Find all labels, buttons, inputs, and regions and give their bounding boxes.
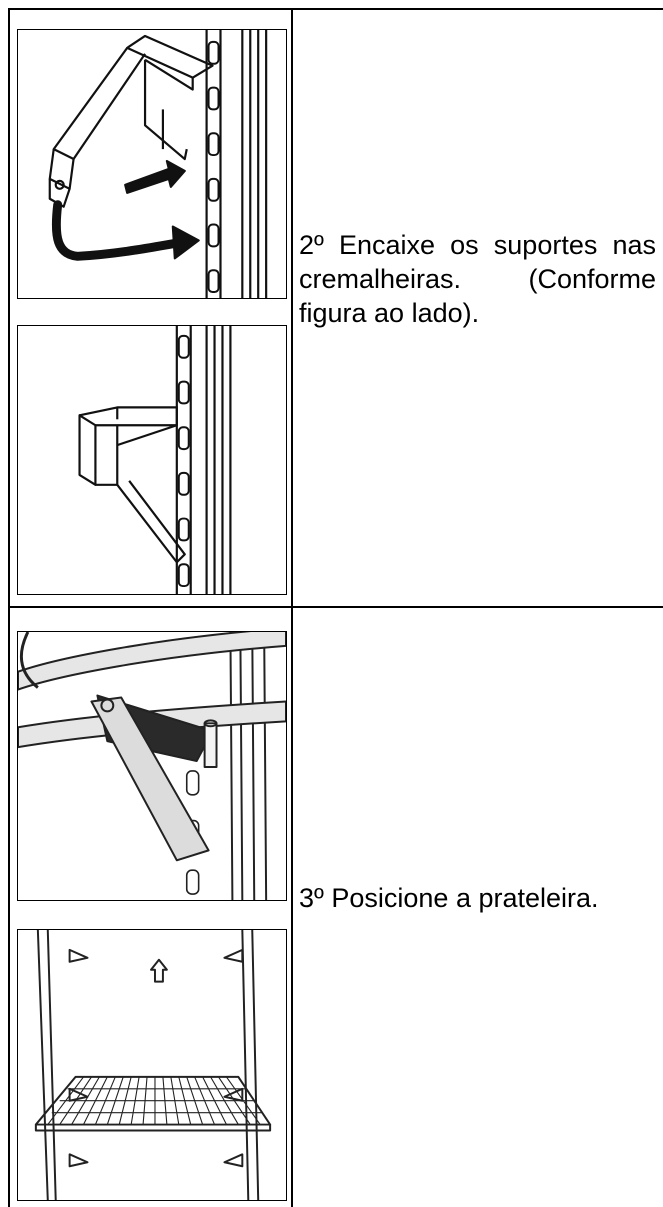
shelf-on-bracket-closeup-icon xyxy=(18,632,286,900)
table-border-top xyxy=(8,8,663,10)
bracket-hook-insert-icon xyxy=(48,30,268,298)
bracket-hook-insert-figure xyxy=(17,29,287,299)
bracket-mounted-icon xyxy=(78,326,232,594)
wire-shelf-installed-figure xyxy=(17,929,287,1201)
table-row-divider xyxy=(8,606,663,608)
step-2-text: 2º Encaixe os suportes nas cremalheiras.… xyxy=(299,230,656,328)
wire-shelf-installed-icon xyxy=(34,930,272,1200)
step-3-text: 3º Posicione a prateleira. xyxy=(299,883,599,913)
shelf-on-bracket-closeup-figure xyxy=(17,631,287,901)
bracket-mounted-figure xyxy=(17,325,287,595)
